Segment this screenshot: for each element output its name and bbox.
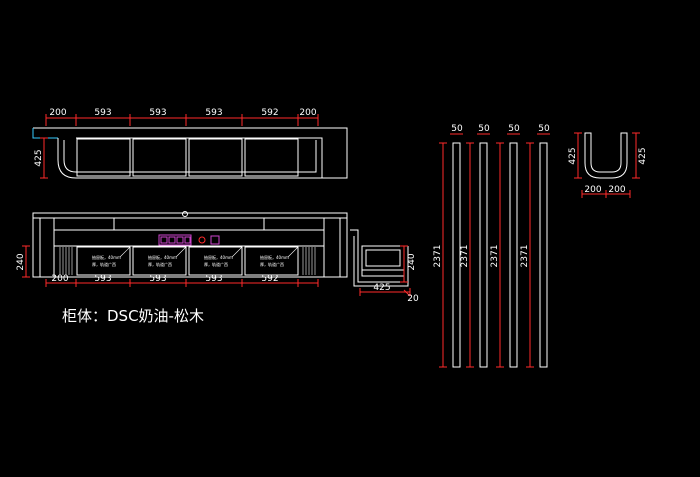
drawer-note-3a: 抽屉板，40mm <box>204 254 233 260</box>
drawer-note-4b: 厚，轨道广西 <box>260 261 284 267</box>
dim-top-6: 200 <box>299 108 316 118</box>
dim-front-5: 592 <box>261 274 278 284</box>
drawer-note-2b: 厚，轨道广西 <box>148 261 172 267</box>
top-plan-view <box>32 127 348 179</box>
front-elevation <box>32 211 348 278</box>
material-caption: 柜体：DSC奶油-松木 <box>62 307 204 325</box>
section-dimensions: 425 240 20 <box>359 245 419 304</box>
dim-section-depth: 425 <box>373 283 390 293</box>
dim-front-1: 200 <box>51 274 68 284</box>
dim-leg-height-3: 2371 <box>490 245 500 268</box>
drawer-note-1b: 厚，轨道广西 <box>92 261 116 267</box>
dim-top-1: 200 <box>49 108 66 118</box>
section-view <box>350 229 409 287</box>
drawer-note-4a: 抽屉板，40mm <box>260 254 289 260</box>
dim-front-4: 593 <box>205 274 222 284</box>
drawer-notes: 抽屉板，40mm 厚，轨道广西 抽屉板，40mm 厚，轨道广西 抽屉板，40mm… <box>92 254 289 267</box>
u-detail <box>584 132 628 179</box>
legs <box>452 142 548 368</box>
dim-leg-height-2: 2371 <box>460 245 470 268</box>
dim-leg-height-1: 2371 <box>433 245 443 268</box>
drawer-note-3b: 厚，轨道广西 <box>204 261 228 267</box>
dim-top-5: 592 <box>261 108 278 118</box>
dim-top-3: 593 <box>149 108 166 118</box>
dim-u-width-2: 200 <box>608 185 625 195</box>
dim-front-2: 593 <box>94 274 111 284</box>
dim-leg-height-4: 2371 <box>520 245 530 268</box>
dim-u-height-left: 425 <box>568 147 578 164</box>
control-panel <box>158 234 220 246</box>
u-detail-dimensions: 425 425 200 200 <box>568 132 648 198</box>
dim-u-width-1: 200 <box>584 185 601 195</box>
dim-top-depth: 425 <box>34 149 44 166</box>
leg-dimensions: 50 50 50 50 2371 2371 2371 2371 <box>433 124 550 368</box>
dim-u-height-right: 425 <box>638 147 648 164</box>
dim-top-2: 593 <box>94 108 111 118</box>
drawer-note-1a: 抽屉板，40mm <box>92 254 121 260</box>
dim-leg-width-2: 50 <box>478 124 490 134</box>
dim-leg-width-1: 50 <box>451 124 463 134</box>
front-dimensions: 200 593 593 593 592 240 <box>16 245 319 287</box>
dim-front-3: 593 <box>149 274 166 284</box>
top-plan-dimensions: 200 593 593 593 592 200 425 <box>34 108 319 179</box>
dim-section-height: 240 <box>407 253 417 270</box>
dim-top-4: 593 <box>205 108 222 118</box>
dim-section-offset: 20 <box>407 294 419 304</box>
dim-leg-width-4: 50 <box>538 124 550 134</box>
dim-front-height: 240 <box>16 253 26 270</box>
dim-leg-width-3: 50 <box>508 124 520 134</box>
drawer-note-2a: 抽屉板，40mm <box>148 254 177 260</box>
